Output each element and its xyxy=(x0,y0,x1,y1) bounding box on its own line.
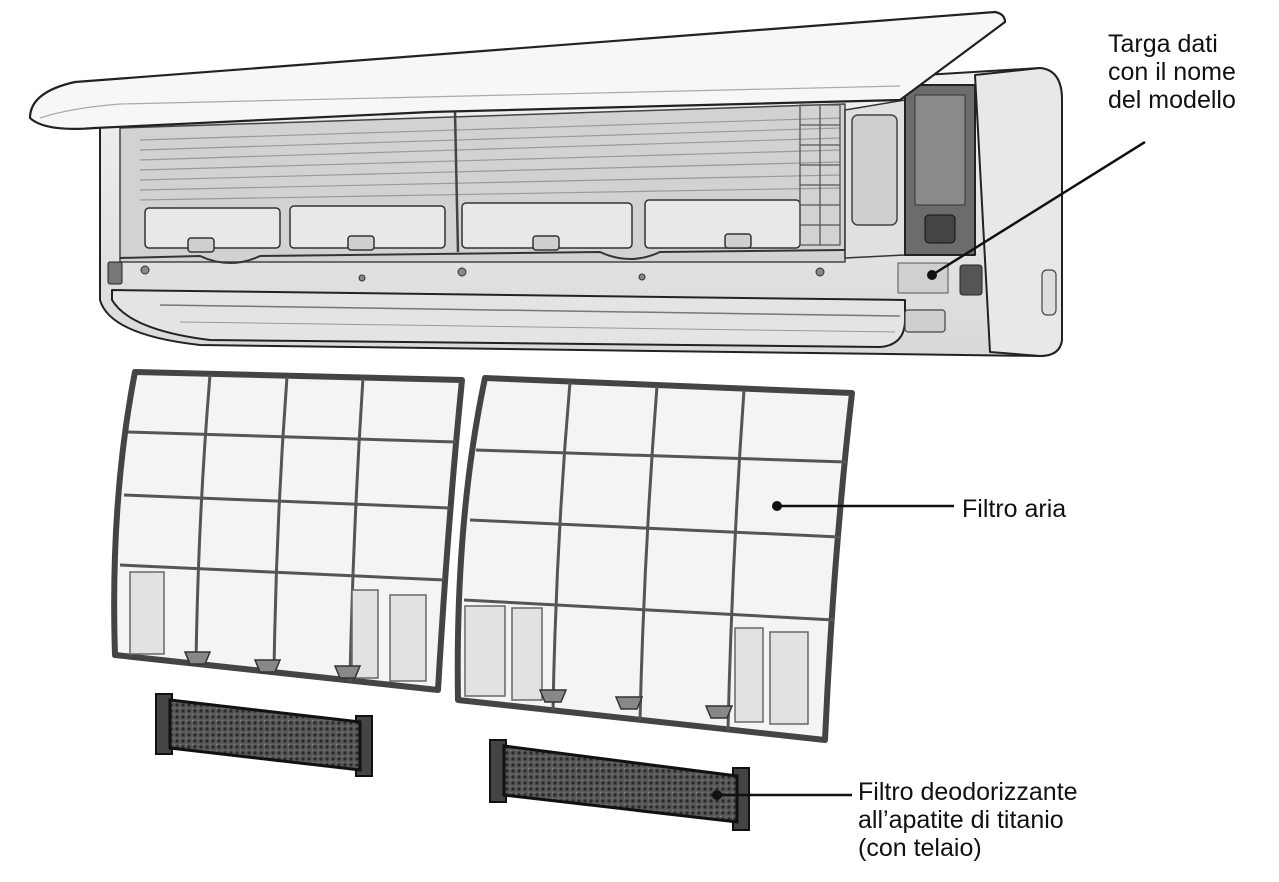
front-panel-open xyxy=(28,10,1007,130)
label-air-filter: Filtro aria xyxy=(962,495,1067,523)
air-filter-left xyxy=(111,369,465,693)
leader-lines xyxy=(717,140,1146,797)
leader-dot-air-filter xyxy=(772,501,782,511)
air-filter-right xyxy=(454,375,855,743)
deodorizing-filter-left xyxy=(155,693,373,777)
indoor-unit xyxy=(99,67,1063,357)
leader-nameplate xyxy=(931,140,1146,277)
model-nameplate xyxy=(897,262,949,294)
label-deodorizing-filter: Filtro deodorizzante all’apatite di tita… xyxy=(858,778,1078,862)
deodorizing-filter-right xyxy=(489,739,750,831)
label-nameplate: Targa dati con il nome del modello xyxy=(1108,30,1236,114)
unit-bottom-louver xyxy=(111,289,906,348)
leader-dot-deodorizing-filter xyxy=(712,790,722,800)
